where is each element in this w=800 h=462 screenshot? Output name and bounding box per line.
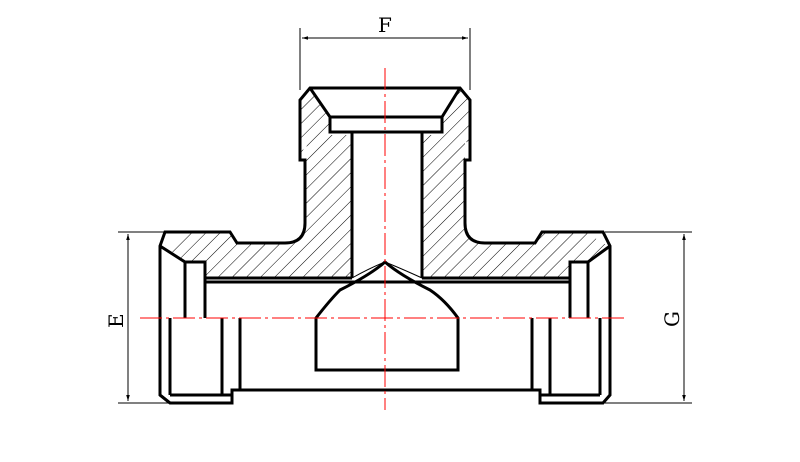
centerlines: [140, 68, 625, 410]
dimension-e-label: E: [104, 313, 128, 328]
dimension-f-label: F: [378, 13, 392, 37]
fitting-outline: [158, 86, 612, 405]
dimension-g: G: [605, 231, 692, 404]
dimension-g-label: G: [660, 311, 684, 327]
dimension-e: E: [104, 231, 168, 404]
dimension-f: F: [299, 13, 471, 90]
